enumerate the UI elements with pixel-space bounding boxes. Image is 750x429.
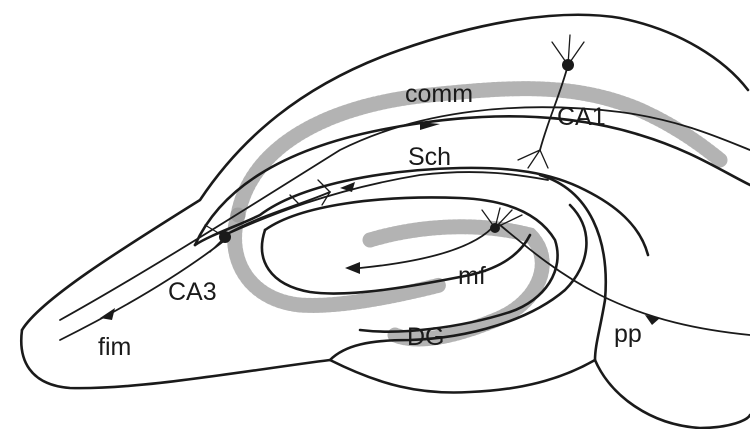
pp-arrow [645, 315, 660, 325]
right-lobe-outline [540, 175, 606, 360]
label-mf: mf [458, 262, 486, 290]
label-sch: Sch [408, 143, 451, 171]
lower-lobe-outline [595, 360, 750, 428]
ca1-pyramidal-layer [238, 89, 720, 215]
sch-arrow [340, 182, 355, 192]
label-comm: comm [405, 80, 473, 108]
dentate-granule-layer [370, 227, 542, 339]
fimbria-arrow [100, 308, 115, 320]
label-dg: DG [407, 323, 445, 351]
label-fim: fim [98, 333, 131, 361]
label-ca1: CA1 [557, 103, 606, 131]
outer-outline [22, 15, 748, 330]
ca1-dendrites [518, 35, 584, 168]
mf-arrow [345, 262, 360, 274]
label-ca3: CA3 [168, 278, 217, 306]
comm-arrow [420, 122, 440, 130]
label-pp: pp [614, 320, 642, 348]
